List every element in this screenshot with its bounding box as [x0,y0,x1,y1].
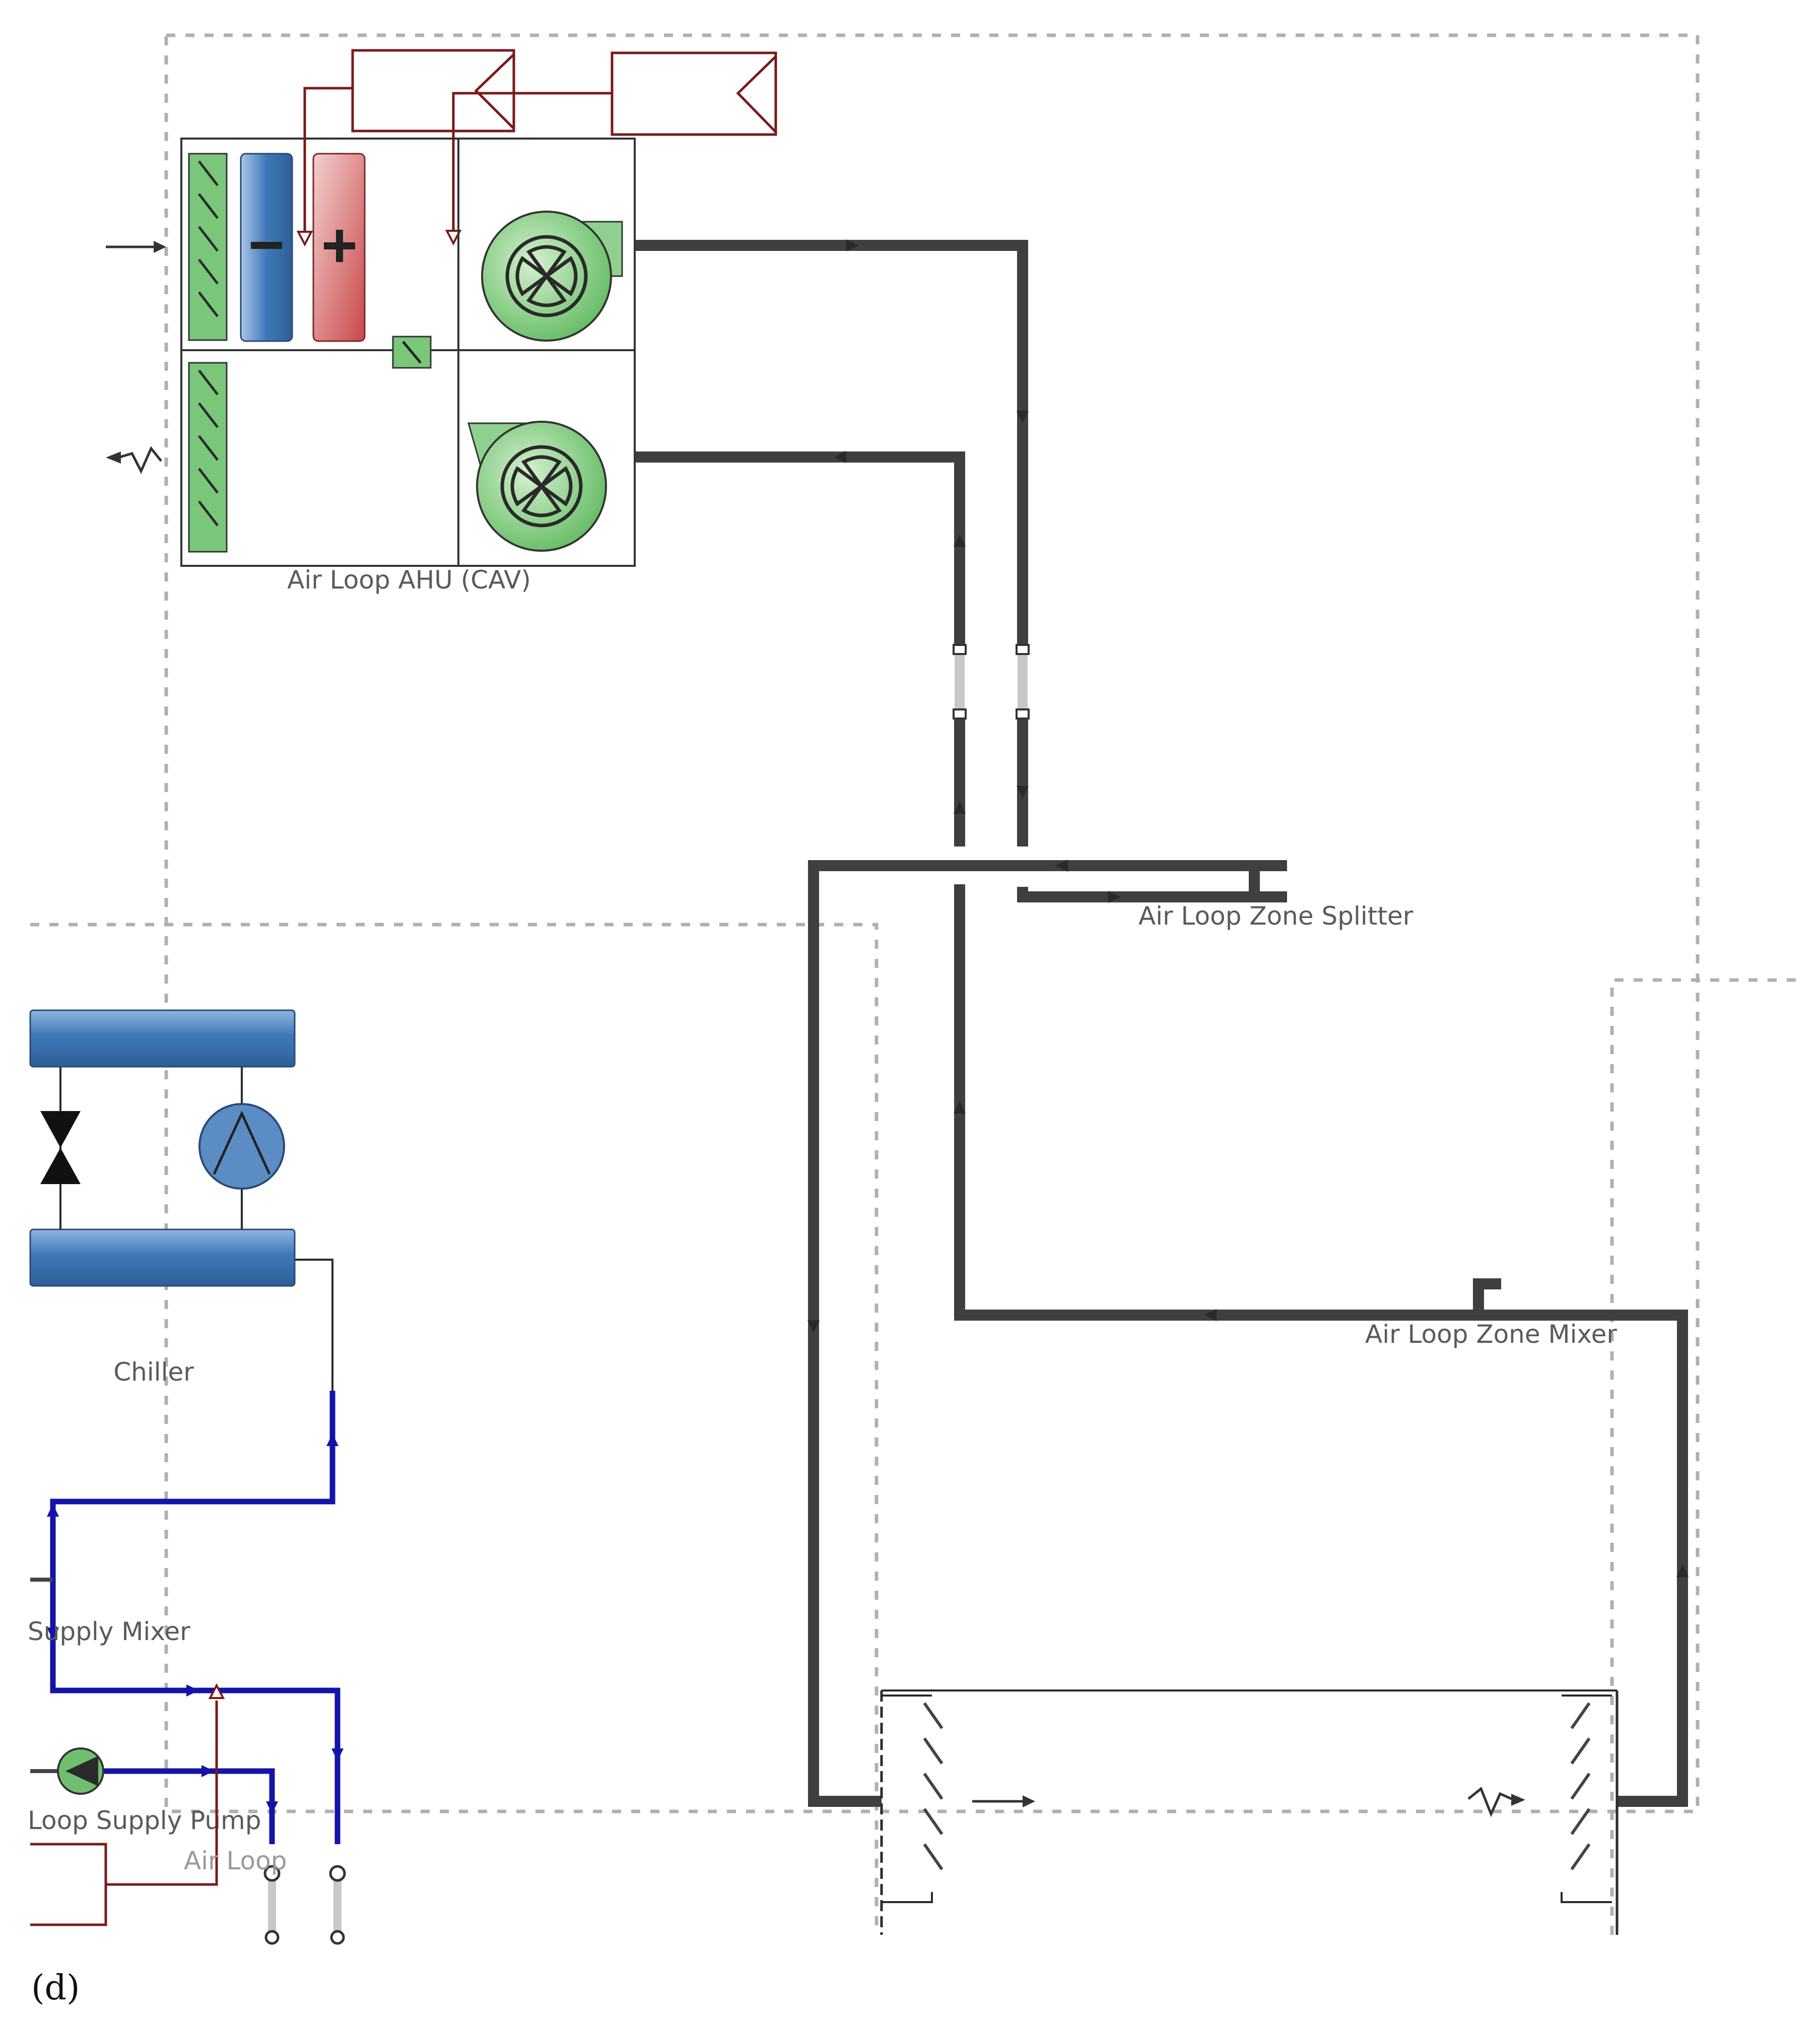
duct-node-icon [953,644,1030,720]
supply-duct[interactable] [636,240,1028,650]
arrow-right-icon [1023,1795,1035,1807]
chilled-water-pipe[interactable] [50,1391,341,1844]
condenser-bar [29,1009,296,1068]
chilled-water-loop: Supply Mixer Loop Supply Pump [28,1391,344,1844]
supply-fan[interactable] [481,211,623,342]
pipe-node-icon [330,1930,345,1945]
ahu-outline [180,138,636,567]
flow-direction-arrows [47,1434,344,1814]
chiller[interactable]: Chiller [29,1009,333,1391]
return-fan[interactable] [467,421,607,552]
control-wire-fan [452,92,612,232]
minus-icon [251,242,282,249]
ahu-label: Air Loop AHU (CAV) [287,565,531,595]
supply-mixer-label: Supply Mixer [28,1617,190,1646]
zone-supply-branch[interactable] [808,860,1287,1807]
chiller-outlet-pipe [295,1259,333,1391]
zone-return-branch[interactable] [954,884,1688,1807]
control-wire-plant [106,1701,218,1886]
air-loop-label: Air Loop [184,1846,287,1875]
pipe-node-icon [264,1930,280,1945]
chiller-label: Chiller [113,1357,194,1387]
return-grille-icon [1570,1702,1591,1870]
fan-blades-icon [510,455,573,517]
supply-pump-label: Loop Supply Pump [28,1806,261,1835]
zone-inlet-marker [972,1795,1035,1807]
zone-boundary [1610,978,1798,1935]
return-duct[interactable] [636,451,965,650]
setpoint-manager-2[interactable] [611,51,777,136]
setpoint-manager-2-arrow [736,55,777,133]
sensor-node-icon [208,1683,225,1699]
pump-discharge-pipe[interactable] [71,1768,275,1844]
supply-diffuser-icon [923,1702,943,1870]
sensor-node-icon [296,231,313,247]
relief-damper-icon[interactable] [188,362,228,553]
splitter-outlet[interactable] [1017,887,1287,902]
compressor-icon [213,1110,271,1175]
plant-loop-boundary [30,923,879,1935]
outdoor-air-inlet [106,241,166,253]
mixing-damper-icon[interactable] [392,336,432,369]
flow-direction-arrows [807,239,1689,1577]
air-loop-coil-connection: Air Loop [184,1846,346,1945]
diffuser-bracket [882,1695,933,1903]
setpoint-manager-1-arrow [474,53,515,129]
control-wire-heating [303,87,353,234]
plus-icon [324,230,355,262]
supply-pump[interactable] [57,1747,104,1795]
figure-caption: (d) [31,1968,80,2008]
sensor-node-icon [445,230,462,246]
pump-icon [65,1756,98,1786]
oa-damper-icon[interactable] [188,153,228,341]
fan-icon [500,445,583,528]
damper-icon [402,341,422,364]
damper-icon [198,160,219,317]
evaporator-bar [29,1228,296,1287]
fan-icon [505,235,588,317]
air-loop-boundary [164,33,1700,1813]
duct-connector [1018,650,1028,713]
setpoint-manager-1[interactable] [351,49,515,133]
valve-icon[interactable] [40,1111,81,1184]
exhaust-air-outlet [106,446,162,474]
zigzag-arrow-right-icon [1467,1786,1515,1817]
splitter-label: Air Loop Zone Splitter [1138,901,1413,931]
thermal-zone[interactable] [880,1689,1619,1935]
mixer-tee [1473,1278,1501,1315]
dashed-boundaries [30,33,1798,1935]
plant-controls [30,1683,225,1926]
arrow-right-icon [154,241,166,253]
duct-connector [955,650,965,713]
setpoint-manager-3[interactable] [30,1843,107,1926]
pipe-node-icon [329,1865,346,1882]
compressor-icon[interactable] [198,1103,285,1190]
zone-return-marker [1467,1786,1525,1817]
pipe-node-icon [263,1865,281,1882]
mixer-label: Air Loop Zone Mixer [1365,1320,1617,1349]
setpoint-controls [296,49,777,247]
return-grille-bracket [1561,1695,1612,1903]
damper-icon [198,369,219,527]
zigzag-arrow-left-icon [118,446,162,474]
air-ducts [636,240,1688,1807]
air-loop-ahu[interactable]: Air Loop AHU (CAV) [180,138,636,595]
fan-blades-icon [515,245,578,307]
